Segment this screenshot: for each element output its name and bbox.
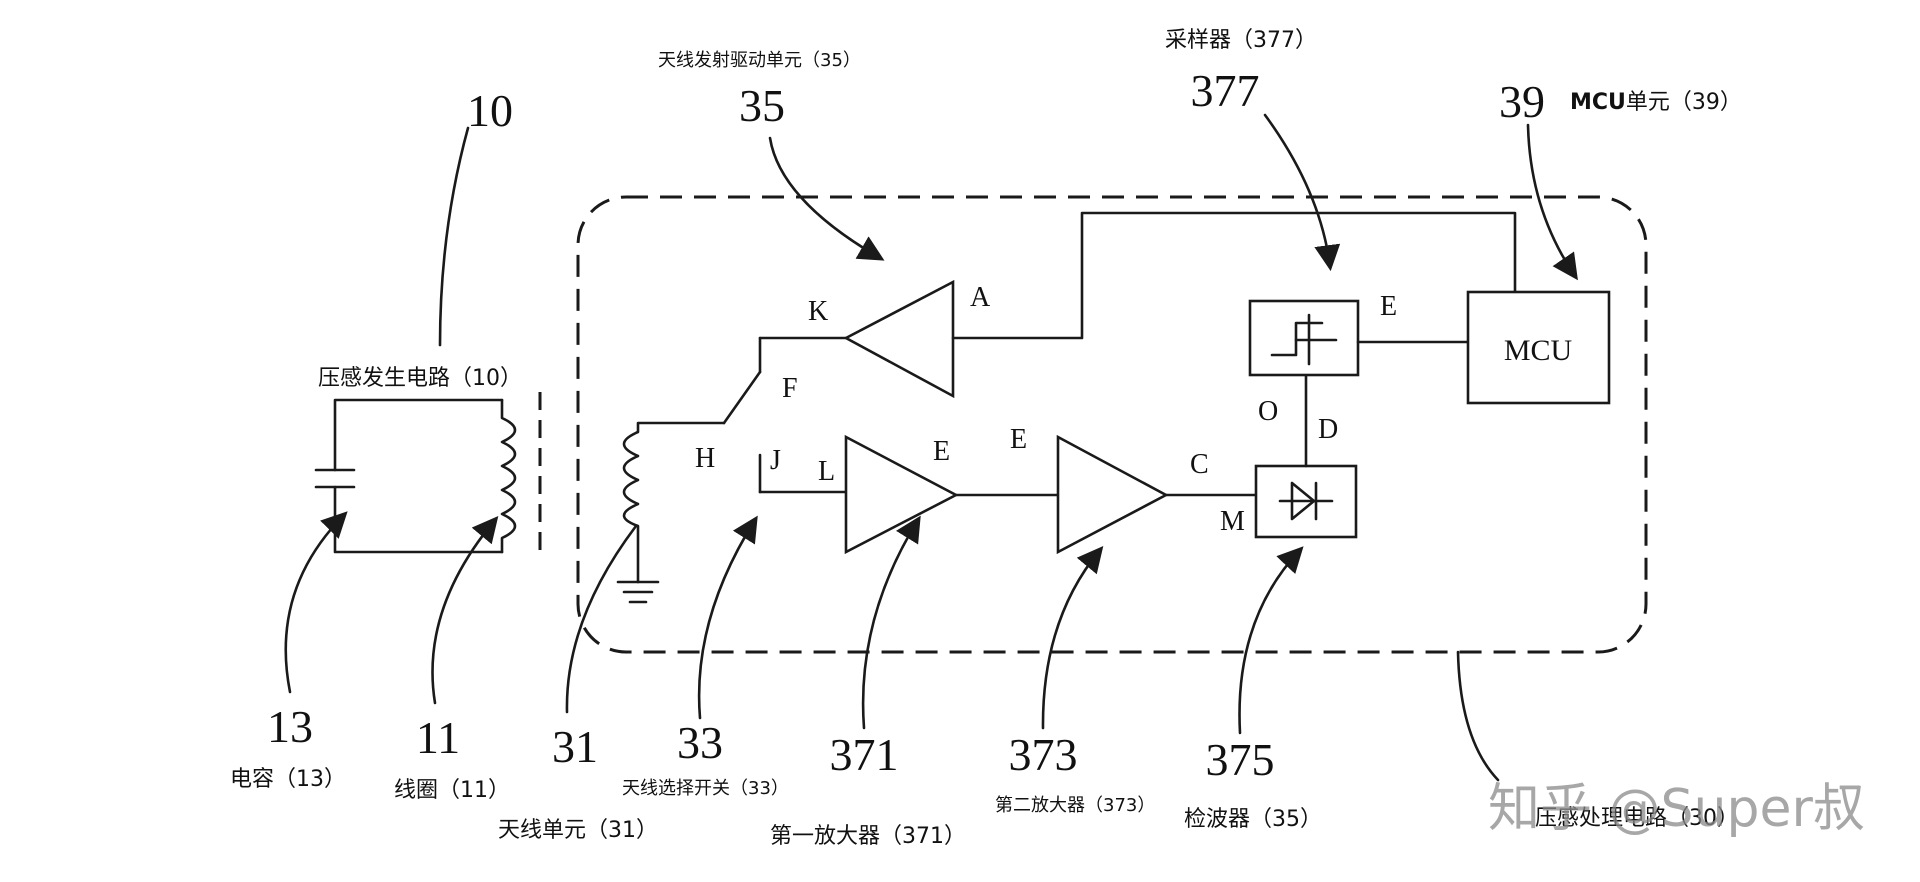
leader-13 [284,511,348,694]
leader-35 [768,136,885,261]
pin-f: F [782,373,798,404]
ref-number-373: 373 [1009,729,1078,780]
pressure-generating-circuit [314,392,542,556]
processing-circuit-boundary [576,195,1648,654]
leader-10 [438,126,470,347]
pin-l: L [818,456,835,487]
pin-m: M [1220,506,1245,537]
pin-o: O [1258,396,1278,427]
caption-capacitor: 电容（13） [230,767,346,792]
ref-number-11: 11 [416,712,460,763]
pin-d: D [1318,414,1338,445]
caption-detector: 检波器（35） [1184,807,1322,832]
pin-k: K [808,296,828,327]
leader-31 [565,524,638,714]
pin-c: C [1190,449,1209,480]
leader-11 [431,516,499,705]
coil-11 [500,398,517,554]
ref-number-375: 375 [1206,734,1275,785]
pin-h: H [695,443,715,474]
antenna-unit [616,336,848,604]
caption-antenna-driver: 天线发射驱动单元（35） [658,50,861,71]
leader-377 [1263,113,1341,272]
second-amplifier [1056,434,1169,555]
caption-second-amp: 第二放大器（373） [995,795,1155,816]
caption-mcu-unit: MCU单元（39） [1570,90,1742,115]
leader-30 [1456,650,1500,782]
caption-sampler: 采样器（377） [1165,28,1317,53]
caption-coil: 线圈（11） [394,778,510,803]
wire-a-to-mcu [951,211,1517,340]
pin-a: A [970,282,991,313]
mcu-block-label: MCU [1504,334,1573,367]
sampler-block [1248,299,1360,377]
antenna-driver-amplifier [843,279,955,399]
caption-processing-circuit: 压感处理电路（30） [1535,806,1739,831]
pin-e-second-amp: E [1010,424,1027,455]
watermark-text: 知乎 @Super叔 [1488,779,1865,839]
ref-number-13: 13 [267,701,313,752]
caption-pressure-circuit: 压感发生电路（10） [318,366,522,391]
caption-antenna-switch: 天线选择开关（33） [622,778,789,799]
ref-number-35: 35 [739,80,785,131]
caption-first-amp: 第一放大器（371） [770,824,966,849]
ref-number-377: 377 [1191,65,1260,116]
ref-number-371: 371 [830,729,899,780]
pin-e-first-amp: E [933,436,950,467]
ref-number-10: 10 [467,85,513,136]
detector-block [1254,464,1358,539]
antenna-switch-blade [722,370,762,425]
mcu-block [1466,290,1611,405]
ref-number-33: 33 [677,717,723,768]
ref-number-39: 39 [1499,76,1545,127]
leader-375 [1238,546,1304,735]
caption-antenna-unit: 天线单元（31） [498,818,658,843]
leader-371 [861,515,921,730]
pin-e-sampler: E [1380,291,1397,322]
leader-33 [697,515,758,720]
leader-39 [1526,123,1578,281]
ref-number-31: 31 [552,721,598,772]
pin-j: J [770,445,781,476]
leader-373 [1041,545,1104,730]
antenna-coil-31 [622,421,726,584]
